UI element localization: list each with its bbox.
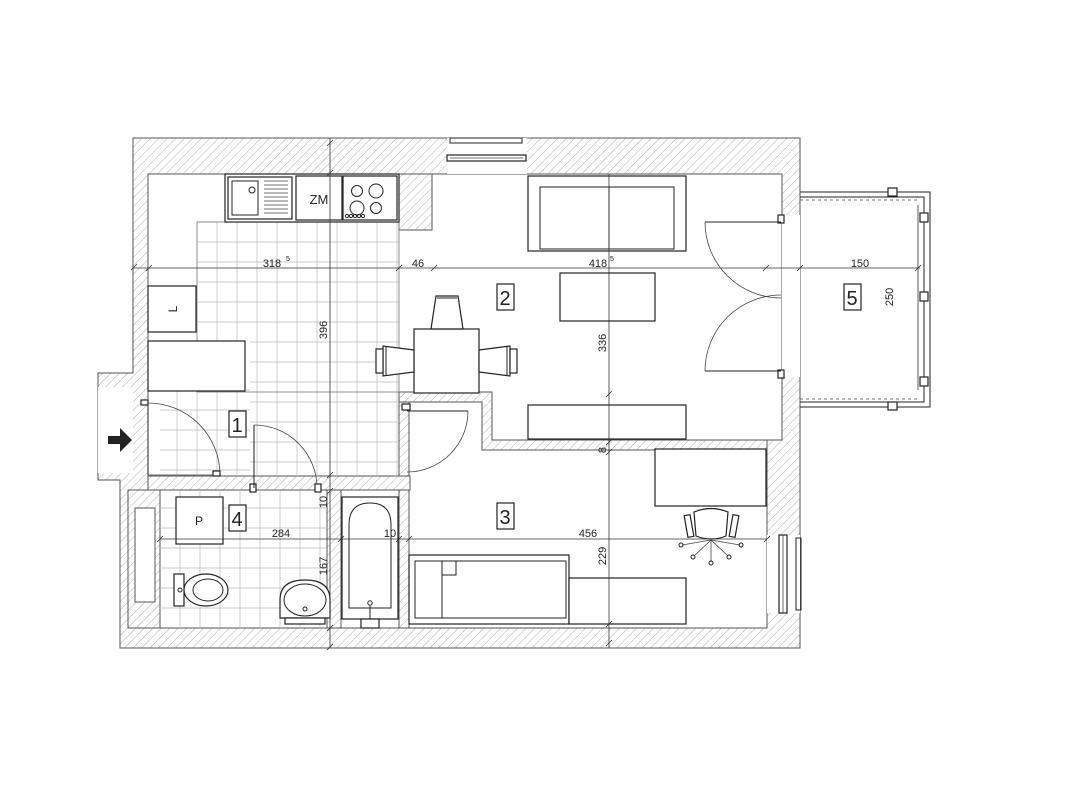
room-5-label: 5 xyxy=(846,288,857,310)
room-5-box xyxy=(843,283,862,311)
dim-150: 150 xyxy=(851,258,869,270)
fridge xyxy=(295,175,343,221)
room-3-box xyxy=(496,502,515,530)
window-right xyxy=(778,534,802,614)
dining-table-icon xyxy=(375,295,518,394)
wardrobe-l: L xyxy=(147,285,197,333)
dim-167: 167 xyxy=(318,557,330,575)
coffee-table xyxy=(559,272,656,322)
dim-284: 284 xyxy=(272,528,290,540)
dim-250: 250 xyxy=(884,288,896,306)
dim-8: 8 xyxy=(597,447,609,453)
room-4-box xyxy=(228,504,247,532)
tv-cabinet xyxy=(527,404,687,440)
room-2-box xyxy=(496,283,515,311)
living-door xyxy=(401,403,469,473)
balcony-door xyxy=(704,214,785,379)
dimension-lines xyxy=(130,138,922,651)
wardrobe-p: P xyxy=(175,496,224,545)
dim-456: 456 xyxy=(579,528,597,540)
bath-wall-top xyxy=(147,475,411,491)
dim-318: 318 xyxy=(263,258,281,270)
living-wall xyxy=(398,391,768,451)
dim-46: 46 xyxy=(412,258,424,270)
dim-396: 396 xyxy=(318,321,330,339)
dim-10-vertical: 10 xyxy=(318,496,330,508)
bathtub-icon xyxy=(341,496,399,629)
dim-10-horizontal: 10 xyxy=(384,528,396,540)
bath-wall-right xyxy=(398,489,410,629)
wardrobe-p-label: P xyxy=(195,514,203,528)
room-4-label: 4 xyxy=(231,509,242,531)
bathroom-door xyxy=(249,424,322,493)
cooktop-icon xyxy=(342,175,398,221)
sofa-icon xyxy=(527,175,687,252)
washbasin-icon xyxy=(279,579,331,625)
room-2-label: 2 xyxy=(499,288,510,310)
dim-318-sup: 5 xyxy=(286,256,290,263)
bath-wall-mid xyxy=(326,489,342,629)
sink-icon xyxy=(227,176,293,220)
kitchen-counter: ZM xyxy=(224,173,400,223)
entrance-door xyxy=(140,399,221,477)
office-chair-icon xyxy=(678,507,744,566)
room-3-label: 3 xyxy=(499,507,510,529)
balcony xyxy=(800,187,931,411)
dim-418-sup: 5 xyxy=(610,256,614,263)
kitchen-wall xyxy=(398,173,433,231)
wardrobe-l-label: L xyxy=(166,305,180,312)
room-1-box xyxy=(228,410,247,438)
fridge-label: ZM xyxy=(310,192,329,207)
window-top xyxy=(446,137,527,162)
windows xyxy=(446,137,802,614)
bed-icon xyxy=(408,554,687,625)
dim-418: 418 xyxy=(589,258,607,270)
walls xyxy=(97,137,801,649)
hall-wall xyxy=(398,401,410,477)
dim-229: 229 xyxy=(597,547,609,565)
dim-336: 336 xyxy=(597,334,609,352)
arrow-right-icon xyxy=(108,428,132,452)
shaft-opening xyxy=(134,507,156,603)
hall-cabinet xyxy=(147,340,246,392)
desk xyxy=(654,448,767,507)
room-1-label: 1 xyxy=(231,415,242,437)
toilet-icon xyxy=(173,573,229,607)
